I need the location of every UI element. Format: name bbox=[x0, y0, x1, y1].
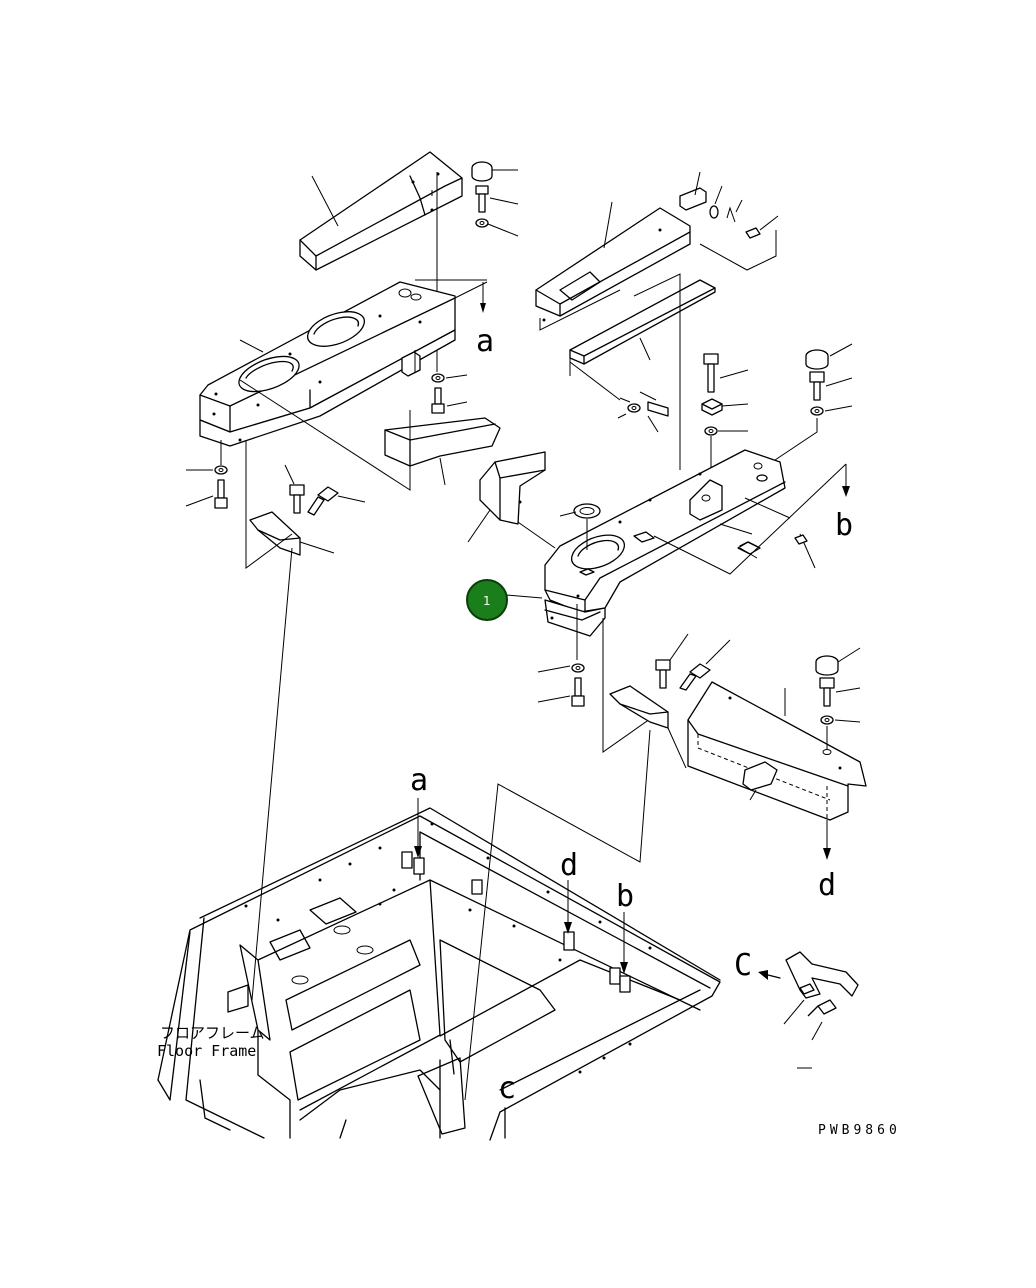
floor-frame-label-jp: フロアフレーム bbox=[160, 1024, 265, 1042]
floor-reference-arrows bbox=[414, 798, 628, 974]
right-upper-cover bbox=[535, 201, 716, 470]
detail-c-hardware bbox=[758, 951, 859, 1069]
left-side-panel bbox=[384, 417, 501, 486]
left-upper-cover bbox=[299, 151, 463, 271]
arrow-a-top bbox=[480, 282, 486, 313]
callout-1-circle[interactable] bbox=[466, 579, 508, 621]
right-lower-bracket bbox=[464, 633, 731, 1101]
left-lower-hardware bbox=[185, 350, 468, 509]
drawing-code: PWB9860 bbox=[818, 1123, 901, 1138]
ref-letter-a-top: a bbox=[476, 324, 494, 359]
console-bottom-hardware bbox=[537, 663, 585, 707]
right-mid-bolts bbox=[569, 353, 749, 470]
floor-frame-label-en: Floor Frame bbox=[157, 1042, 256, 1060]
ref-letter-c-frame: c bbox=[498, 1071, 516, 1106]
right-lower-cover bbox=[687, 681, 867, 821]
callout-1-number[interactable]: 1 bbox=[483, 594, 491, 608]
ref-letter-c-detail: C bbox=[734, 948, 752, 983]
ref-letter-d-right: d bbox=[818, 868, 836, 903]
console-grommet bbox=[559, 503, 601, 550]
floor-frame bbox=[157, 807, 721, 1141]
far-right-lower-hardware bbox=[815, 647, 861, 860]
left-bracket bbox=[239, 379, 411, 1001]
left-console-box bbox=[199, 279, 488, 447]
ref-letter-d-bottom: d bbox=[560, 848, 578, 883]
far-right-hardware bbox=[759, 343, 853, 471]
ref-letter-b-right: b bbox=[835, 508, 853, 543]
callout-1[interactable]: 1 bbox=[466, 579, 543, 621]
right-top-hardware bbox=[679, 171, 779, 271]
middle-bracket bbox=[467, 451, 546, 543]
ref-letter-b-bottom: b bbox=[616, 879, 634, 914]
ref-letter-a-bottom: a bbox=[410, 763, 428, 798]
main-console-item-1 bbox=[514, 449, 850, 753]
